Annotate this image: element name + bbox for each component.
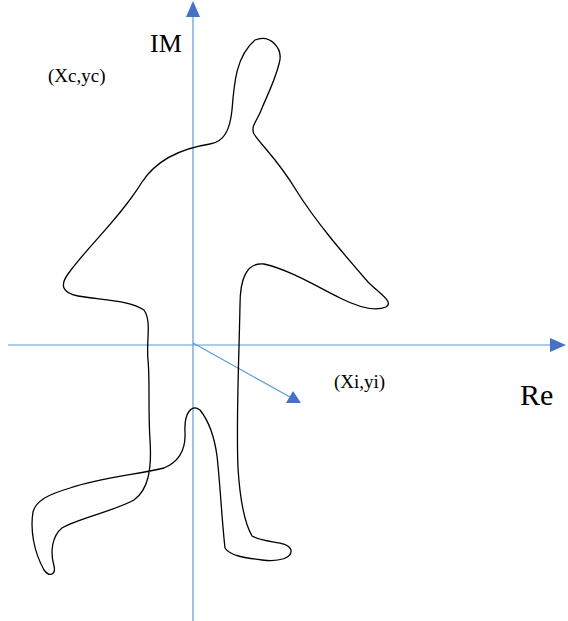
point-label: (Xc,yc) — [48, 66, 106, 87]
real-axis — [8, 344, 551, 345]
axis-arrowhead — [186, 1, 200, 17]
position-vector — [193, 343, 290, 397]
point-label: (Xi,yi) — [334, 372, 385, 393]
human-silhouette — [32, 39, 388, 575]
axis-label: IM — [150, 30, 182, 59]
imaginary-axis — [192, 16, 193, 621]
vector-arrowhead — [286, 391, 301, 403]
axis-arrowhead — [550, 338, 566, 352]
axis-label: Re — [520, 378, 553, 411]
